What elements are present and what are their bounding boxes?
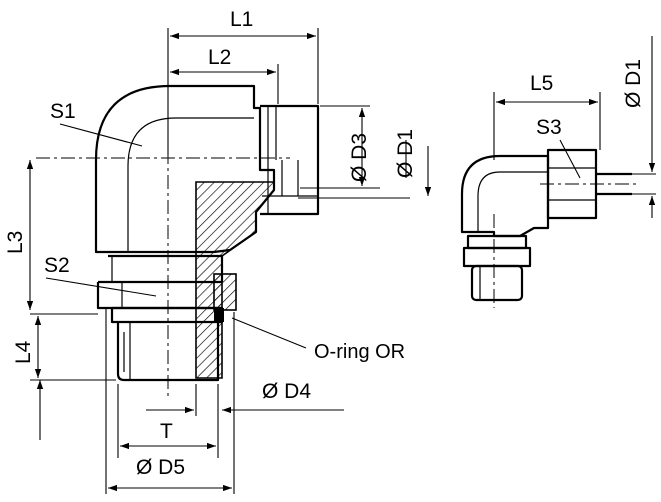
s2-label: S2 <box>44 254 70 277</box>
l2-label: L2 <box>208 46 231 69</box>
l5-label: L5 <box>530 72 553 95</box>
o-ring <box>213 273 237 311</box>
d5-label: Ø D5 <box>136 456 185 479</box>
small-elbow-inner <box>477 171 548 232</box>
small-elbow-body <box>460 154 550 238</box>
elbow-inner-curve <box>127 117 254 252</box>
s2-leader <box>45 277 157 297</box>
o-ring-seat <box>214 308 224 322</box>
small-lock-nut <box>466 234 528 250</box>
hatched-section <box>195 181 275 379</box>
small-washer <box>462 246 532 268</box>
d4-label: Ø D4 <box>262 380 311 403</box>
oring-leader <box>231 317 307 349</box>
t-label: T <box>160 420 173 443</box>
l3-label: L3 <box>4 231 27 254</box>
small-tube <box>596 172 632 196</box>
l4-label: L4 <box>12 340 35 364</box>
s3-label: S3 <box>536 116 562 139</box>
l1-label: L1 <box>230 8 253 31</box>
thread-end <box>116 322 220 382</box>
dimensions-main: L1 L2 S1 Ø D3 Ø D1 L3 S2 L4 O-ring OR <box>4 8 432 494</box>
small-elbow-fitting <box>460 148 640 308</box>
s1-label: S1 <box>50 100 76 123</box>
s3-leader <box>559 139 581 179</box>
main-elbow-fitting <box>36 84 320 400</box>
small-thread <box>470 264 524 302</box>
tube-stub <box>260 104 320 216</box>
d3-label: Ø D3 <box>348 133 371 182</box>
d1-small-label: Ø D1 <box>622 59 645 108</box>
s1-leader <box>59 123 143 147</box>
dimensions-small: L5 S3 Ø D1 <box>493 36 656 218</box>
oring-label: O-ring OR <box>314 341 405 363</box>
d1-main-label: Ø D1 <box>394 129 417 178</box>
